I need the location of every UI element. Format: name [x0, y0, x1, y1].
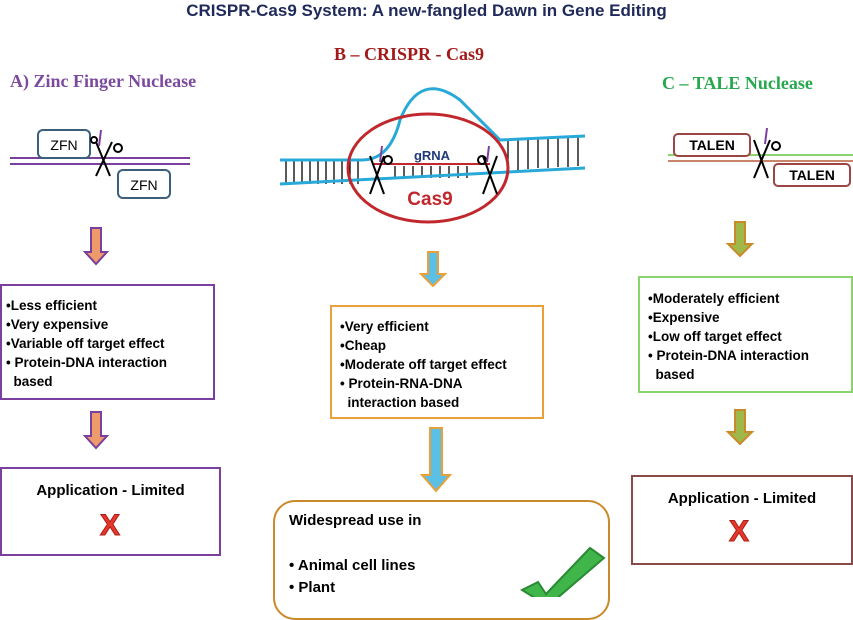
down-arrow-icon	[725, 409, 755, 446]
zfn-box-bottom	[117, 169, 171, 199]
zfn-box-top	[37, 129, 91, 159]
talen-box-top	[673, 133, 751, 157]
list-item: •Very expensive	[6, 317, 109, 332]
list-item: interaction based	[340, 395, 460, 410]
list-item: •Variable off target effect	[6, 336, 165, 351]
zfn-heading: A) Zinc Finger Nuclease	[10, 71, 197, 91]
list-item: • Protein-RNA-DNA	[340, 376, 463, 391]
zfn-application-label: Application - Limited	[36, 482, 185, 499]
list-item: •Less efficient	[6, 298, 98, 313]
cross-icon: X	[728, 515, 750, 549]
scissors-icon	[90, 136, 123, 177]
list-item: based	[648, 367, 695, 382]
down-arrow-icon	[82, 411, 110, 450]
list-item: • Protein-DNA interaction	[648, 348, 809, 363]
talen-label-top: TALEN	[689, 137, 735, 153]
talen-label-bottom: TALEN	[789, 167, 835, 183]
list-item: • Protein-DNA interaction	[6, 355, 167, 370]
cas9-ellipse	[346, 112, 510, 224]
zfn-application-box: Application - Limited X	[0, 467, 221, 556]
scissors-icon	[753, 139, 781, 179]
zfn-features-box: •Less efficient •Very expensive •Variabl…	[0, 284, 215, 400]
list-item: •Very efficient	[340, 319, 429, 334]
crispr-heading: B – CRISPR - Cas9	[334, 44, 485, 64]
list-item: based	[6, 374, 53, 389]
crispr-dna-illustration	[279, 87, 586, 224]
diagram-graphics: ZFN ZFN	[10, 87, 853, 493]
page-title: CRISPR-Cas9 System: A new-fangled Dawn i…	[186, 1, 667, 20]
down-arrow-icon	[419, 427, 453, 493]
list-item: •Moderate off target effect	[340, 357, 507, 372]
cas9-label: Cas9	[407, 189, 452, 210]
down-arrow-icon	[82, 227, 110, 266]
tale-heading: C – TALE Nuclease	[662, 73, 813, 93]
list-item: • Animal cell lines	[289, 557, 416, 574]
talen-box-bottom	[773, 163, 851, 187]
usage-heading: Widespread use in	[289, 512, 422, 529]
list-item: •Expensive	[648, 310, 720, 325]
list-item: • Plant	[289, 579, 336, 596]
tale-dna-illustration	[668, 127, 853, 187]
zfn-label-bottom: ZFN	[130, 177, 157, 193]
tale-application-box: Application - Limited X	[631, 475, 853, 565]
list-item: •Moderately efficient	[648, 291, 780, 306]
list-item: •Cheap	[340, 338, 386, 353]
check-icon	[519, 546, 606, 597]
zfn-label-top: ZFN	[50, 137, 77, 153]
grna-label: gRNA	[414, 148, 451, 163]
cross-icon: X	[99, 509, 121, 543]
down-arrow-icon	[725, 221, 755, 258]
scissors-icon	[369, 155, 498, 195]
zfn-dna-illustration	[10, 129, 190, 199]
down-arrow-icon	[418, 251, 448, 288]
list-item: •Low off target effect	[648, 329, 782, 344]
crispr-features-box: •Very efficient •Cheap •Moderate off tar…	[330, 305, 544, 419]
tale-application-label: Application - Limited	[667, 490, 817, 507]
tale-features-box: •Moderately efficient •Expensive •Low of…	[638, 276, 853, 393]
